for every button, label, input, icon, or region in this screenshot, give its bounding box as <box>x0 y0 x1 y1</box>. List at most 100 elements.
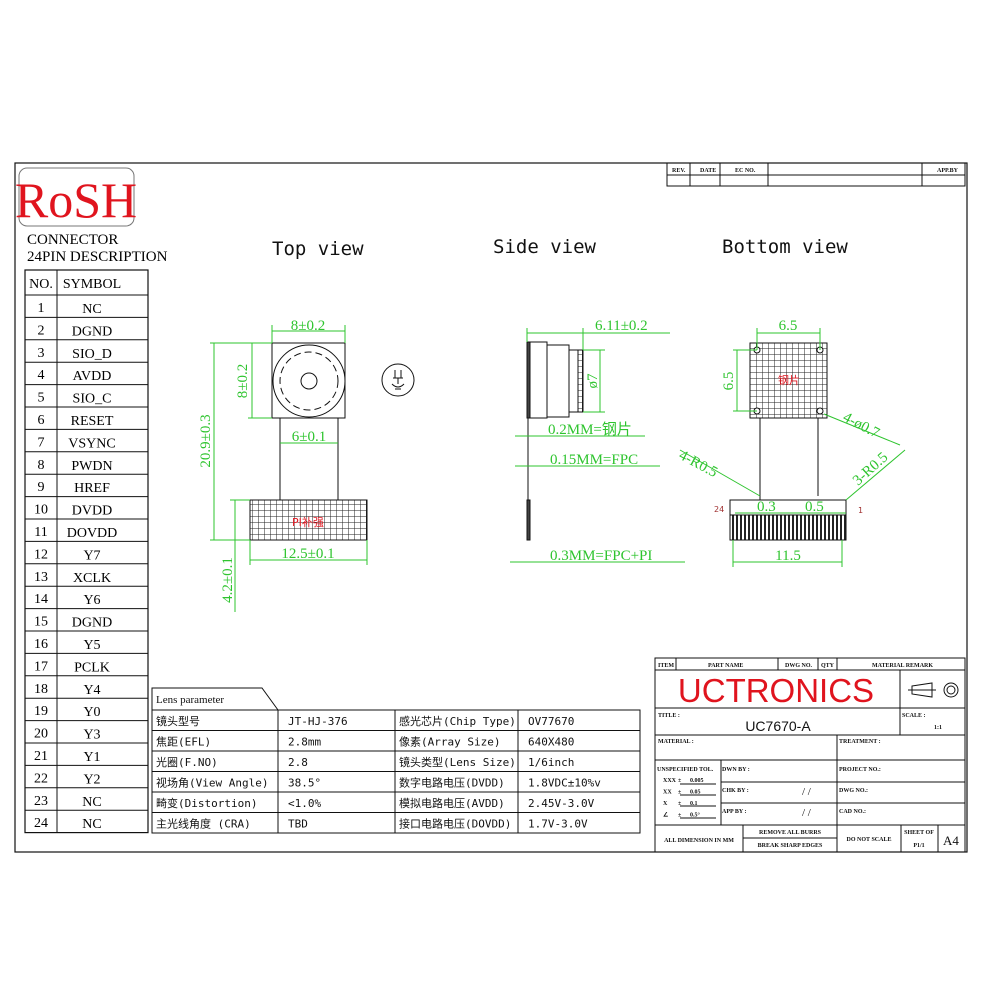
lens-table-row: 视场角(View Angle)38.5°数字电路电压(DVDD)1.8VDC±1… <box>156 776 601 790</box>
pin-number: 21 <box>34 749 48 764</box>
orientation-symbol-icon <box>381 363 415 397</box>
tolerance-row: XX±0.05 <box>663 790 701 796</box>
do-not-scale-note: DO NOT SCALE <box>847 837 892 843</box>
scale-value: 1:1 <box>934 725 942 731</box>
lens-table-row: 畸变(Distortion)<1.0%模拟电路电压(AVDD)2.45V-3.0… <box>156 796 595 810</box>
pin-symbol: Y7 <box>83 548 100 563</box>
bottom-width-dimension: 6.5 <box>779 318 798 334</box>
all-dimension-note: ALL DIMENSION IN MM <box>664 838 734 844</box>
pitch-b-dimension: 0.5 <box>805 499 824 515</box>
company-logo: UCTRONICS <box>678 672 874 709</box>
checked-date: / / <box>802 786 812 798</box>
pin-number-header: NO. <box>29 277 53 292</box>
pin-number: 8 <box>38 458 45 473</box>
sheet-number: P1/1 <box>913 843 924 849</box>
stiffener-width-dimension: 12.5±0.1 <box>281 546 334 562</box>
unspecified-tolerance-label: UNSPECIFIED TOL. <box>657 767 714 773</box>
project-no-label: PROJECT NO.: <box>839 767 881 773</box>
top-width-dimension: 8±0.2 <box>291 318 325 334</box>
pin-symbol: PWDN <box>71 459 112 474</box>
sensor-param-label: 接口电路电压(DOVDD) <box>399 818 511 831</box>
flex-width-dimension: 6±0.1 <box>292 429 326 445</box>
rosh-logo: RoSH <box>15 167 137 228</box>
sensor-param-label: 像素(Array Size) <box>399 736 500 749</box>
lens-param-value: <1.0% <box>288 797 321 810</box>
pin-symbol: PCLK <box>74 660 110 675</box>
pitch-a-dimension: 0.3 <box>757 499 776 515</box>
lens-param-value: TBD <box>288 818 308 831</box>
lens-param-label: 视场角(View Angle) <box>156 776 268 790</box>
tolerance-sign: ± <box>678 778 682 784</box>
pin-symbol: SIO_C <box>73 392 112 407</box>
pin-symbol: HREF <box>74 481 110 496</box>
bottom-view-title: Bottom view <box>722 236 848 258</box>
item-header: ITEM <box>658 663 674 669</box>
lens-param-value: 2.8 <box>288 756 308 769</box>
pin-number: 4 <box>38 368 45 383</box>
dwg-no-header: DWG NO. <box>785 663 813 669</box>
stiffener-label: PI补强 <box>292 516 324 529</box>
pin-number: 19 <box>34 704 48 719</box>
pin-symbol: NC <box>82 302 101 317</box>
pin-number: 6 <box>38 413 45 428</box>
pin-number: 16 <box>34 637 48 652</box>
bottom-view-drawing <box>729 342 847 541</box>
pin-symbol: XCLK <box>73 571 111 586</box>
approved-by-label: APP BY : <box>722 809 746 815</box>
sensor-param-label: 模拟电路电压(AVDD) <box>399 796 505 810</box>
pin-number: 9 <box>38 480 45 495</box>
bottom-view-dimension-lines <box>679 328 906 567</box>
tolerance-sign: ± <box>678 801 682 807</box>
pin-number: 1 <box>38 301 45 316</box>
top-view-title: Top view <box>272 238 364 260</box>
lens-param-value: JT-HJ-376 <box>288 715 348 728</box>
pin-number: 15 <box>34 615 48 630</box>
sheet-border <box>14 162 968 853</box>
ec-no-header: EC NO. <box>735 168 756 174</box>
tolerance-value: 0.05 <box>690 790 701 796</box>
pin-symbol: Y5 <box>83 638 100 653</box>
scale-label: SCALE : <box>902 713 926 719</box>
pin-symbol: Y2 <box>83 772 100 787</box>
tolerance-row: X±0.1 <box>663 801 698 807</box>
break-edges-note: BREAK SHARP EDGES <box>758 843 823 849</box>
pin-1-marker: 1 <box>858 506 863 515</box>
pin-number: 7 <box>38 435 45 450</box>
pin-number: 18 <box>34 682 48 697</box>
side-view-dimension-lines <box>510 328 685 563</box>
sheet-of-label: SHEET OF <box>904 830 934 836</box>
lens-param-label: 主光线角度 (CRA) <box>156 817 251 831</box>
pin-symbol: RESET <box>71 414 114 429</box>
pin-number: 2 <box>38 323 45 338</box>
left-radius-dimension: 4-R0.5 <box>676 447 720 480</box>
qty-header: QTY <box>821 663 835 669</box>
pin-symbol: DOVDD <box>67 526 118 541</box>
remove-burrs-note: REMOVE ALL BURRS <box>759 830 822 836</box>
material-remark-header: MATERIAL REMARK <box>872 663 933 669</box>
pin-number: 3 <box>38 346 45 361</box>
sensor-param-value: OV77670 <box>528 715 574 728</box>
top-height-dimension: 8±0.2 <box>235 364 251 398</box>
pin-number: 23 <box>34 794 48 809</box>
paper-size: A4 <box>943 833 959 848</box>
copper-label: 钢片 <box>778 374 800 387</box>
lens-param-label: 镜头型号 <box>156 714 200 728</box>
lens-param-label: 焦距(EFL) <box>156 736 211 749</box>
app-by-header: APP.BY <box>937 168 959 174</box>
